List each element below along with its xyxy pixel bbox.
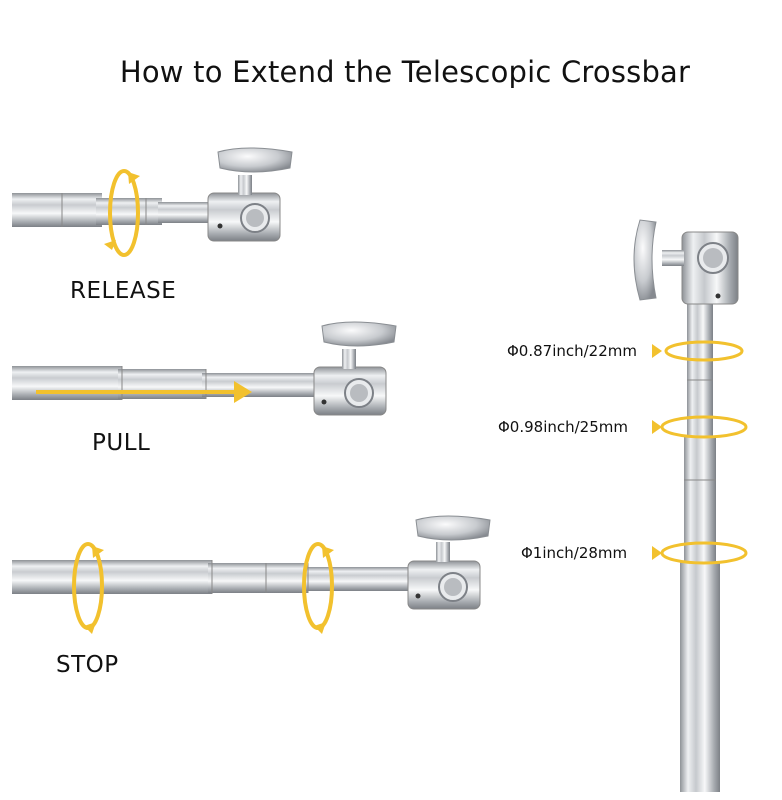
step-label-pull: PULL	[92, 430, 151, 456]
pointer-triangle-icon	[652, 420, 662, 434]
step-label-release: RELEASE	[70, 278, 177, 304]
pull-crossbar	[12, 321, 397, 416]
diameter-label-25mm: Φ0.98inch/25mm	[498, 418, 628, 436]
diameter-label-28mm: Φ1inch/28mm	[521, 544, 628, 562]
diameter-label-22mm: Φ0.87inch/22mm	[507, 342, 637, 360]
step-label-stop: STOP	[56, 652, 119, 678]
pointer-triangle-icon	[652, 344, 662, 358]
diameter-ring	[664, 340, 744, 362]
pointer-triangle-icon	[652, 546, 662, 560]
pull-arrow-icon	[36, 381, 252, 403]
vertical-crossbar	[633, 219, 748, 792]
release-crossbar	[12, 147, 293, 257]
page-title: How to Extend the Telescopic Crossbar	[119, 55, 691, 89]
stop-crossbar	[12, 515, 491, 634]
rotate-arrow-icon	[302, 542, 334, 634]
rotate-arrow-icon	[104, 169, 140, 257]
rotate-arrow-icon	[72, 542, 104, 634]
